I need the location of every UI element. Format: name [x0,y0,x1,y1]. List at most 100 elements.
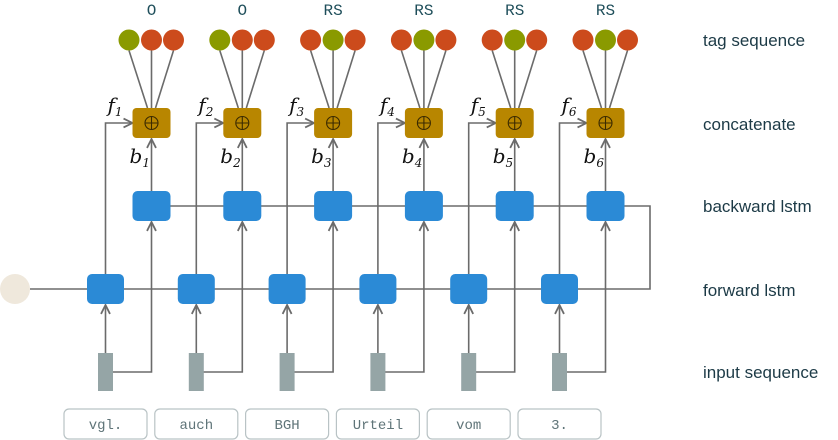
input-embedding-bar [552,353,567,391]
row-labels: tag sequence concatenate backward lstm f… [703,31,818,382]
forward-state-label: f1 [106,93,123,119]
input-word: BGH [274,418,299,434]
tag-label: RS [323,2,342,20]
input-word-box [154,408,239,440]
b-symbol: b [311,144,324,168]
tag-node [617,29,638,51]
tag-label: O [237,2,247,20]
input-to-backward-arrow [112,222,152,373]
input-embedding-bar [370,353,386,391]
input-to-backward-arrow [566,222,606,373]
input-embedding-bar [279,353,295,391]
forward-output-arrow [467,123,496,274]
tag-connection-line [608,50,629,109]
input-word-box [63,408,148,440]
forward-output-arrow [104,123,133,274]
backward-lstm-cell [314,191,353,221]
tag-node [481,29,503,51]
forward-output-arrow [377,123,405,274]
forward-state-label: f3 [287,93,304,119]
b-symbol: b [493,144,506,168]
b-subscript: 4 [414,156,423,170]
lstm-chain-line [30,205,651,290]
backward-lstm-cell [586,191,625,221]
tag-connection-line [154,50,175,109]
oplus-icon-cross [235,116,249,130]
forward-lstm-cell [359,274,397,304]
input-word-box [245,408,330,440]
row-label-input-sequence: input sequence [703,363,818,382]
input-word: auch [179,418,213,434]
tag-node [141,29,162,51]
f-subscript: 5 [478,105,486,119]
oplus-icon-cross [599,116,612,130]
b-symbol: b [220,144,233,168]
input-word: vgl. [89,418,123,434]
tag-node-selected [322,29,344,51]
input-word: 3. [551,418,568,434]
tag-connection-line [427,50,447,109]
f-subscript: 1 [115,105,123,119]
oplus-icon-cross [417,116,431,130]
tag-label: RS [505,2,524,20]
b-symbol: b [402,144,415,168]
tag-node [163,29,184,51]
backward-state-label: b1 [130,144,150,170]
row-label-tag-sequence: tag sequence [703,31,805,50]
tag-connection-line [400,50,421,109]
forward-state-label: f5 [469,93,486,119]
forward-state-label: f6 [560,93,577,119]
tag-connection-line [309,50,330,109]
input-word: vom [456,418,481,434]
tag-node [435,29,457,51]
tag-connection-line [128,50,149,109]
forward-output-arrow [195,123,223,274]
f-subscript: 2 [205,105,214,119]
tag-label: O [147,2,157,20]
backward-state-label: b5 [493,144,513,170]
forward-lstm-cell [450,274,488,304]
tag-node [300,29,322,51]
tag-connection-line [582,50,603,109]
backward-lstm-cell [223,191,262,221]
b-symbol: b [584,144,597,168]
nodes: Of1b1vgl.Of2b2auchRSf3b3BGHRSf4b4UrteilR… [0,2,638,440]
b-subscript: 3 [324,156,332,170]
input-word-box [517,408,602,440]
tag-label: RS [414,2,433,20]
backward-state-label: b2 [220,144,240,170]
tag-connection-line [219,50,240,109]
oplus-icon-cross [326,116,340,130]
b-symbol: b [130,144,143,168]
tag-node-selected [118,29,140,51]
input-embedding-bar [98,353,113,391]
backward-state-label: b4 [402,144,422,170]
connections [30,50,651,373]
backward-lstm-cell [495,191,534,221]
row-label-concatenate: concatenate [703,115,796,134]
row-label-forward-lstm: forward lstm [703,281,796,300]
forward-state-label: f2 [196,93,213,119]
backward-state-label: b3 [311,144,332,170]
b-subscript: 2 [232,156,241,170]
forward-output-arrow [558,123,587,274]
tag-node [344,29,366,51]
input-to-backward-arrow [384,222,424,373]
input-to-backward-arrow [203,222,242,373]
b-subscript: 1 [142,156,150,170]
input-embedding-bar [461,353,477,391]
backward-lstm-cell [132,191,171,221]
forward-state-label: f4 [378,93,395,119]
input-word-box [426,408,511,440]
forward-lstm-cell [268,274,306,304]
initial-state-node [0,274,30,304]
tag-node-selected [504,29,526,51]
b-subscript: 5 [506,156,514,170]
forward-lstm-cell [177,274,215,304]
oplus-icon-cross [508,116,522,130]
input-word-box [335,408,420,440]
forward-output-arrow [286,123,314,274]
f-subscript: 4 [386,105,395,119]
input-to-backward-arrow [475,222,515,373]
